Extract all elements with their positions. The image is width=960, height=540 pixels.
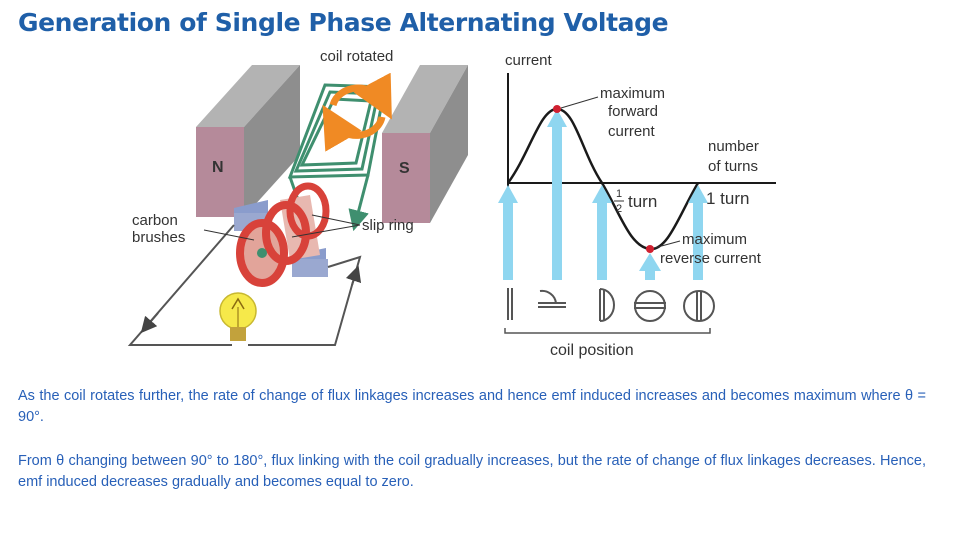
waveform-graph: current maximum forward current number o… <box>498 52 776 359</box>
maximum-forward-label-1: maximum <box>600 85 665 102</box>
sine-curve <box>506 107 700 251</box>
maximum-reverse-label-1: maximum <box>682 231 747 248</box>
coil-rotated-label: coil rotated <box>320 48 393 65</box>
explanation-paragraph-2: From θ changing between 90° to 180°, flu… <box>18 453 926 490</box>
south-label: S <box>399 160 410 177</box>
half-numerator: 1 <box>616 188 622 200</box>
generator-diagram: N S <box>127 48 776 359</box>
generator-figure: N S <box>120 45 810 365</box>
explanation-paragraph-1: As the coil rotates further, the rate of… <box>18 388 926 425</box>
north-label: N <box>212 159 224 176</box>
half-turn-label: turn <box>628 192 657 211</box>
max-forward-dot <box>553 105 561 113</box>
brushes-label: brushes <box>132 229 185 246</box>
half-denominator: 2 <box>616 203 622 215</box>
number-of-turns-label-2: of turns <box>708 158 758 175</box>
maximum-forward-label-2: forward <box>608 103 658 120</box>
maximum-forward-label-3: current <box>608 123 656 140</box>
slip-rings <box>236 182 330 287</box>
blue-arrows <box>498 109 708 280</box>
south-magnet: S <box>382 65 468 223</box>
north-magnet: N <box>196 65 300 217</box>
maximum-reverse-label-2: reverse current <box>660 250 762 267</box>
coil-position-label: coil position <box>550 342 634 359</box>
slip-ring-label: slip ring <box>362 217 414 234</box>
one-turn-label: 1 turn <box>706 189 749 208</box>
number-of-turns-label-1: number <box>708 138 759 155</box>
max-reverse-dot <box>646 245 654 253</box>
carbon-label: carbon <box>132 212 178 229</box>
external-circuit <box>127 224 362 346</box>
light-bulb-icon <box>219 292 257 341</box>
coil-position-icons <box>507 288 715 322</box>
coil-position-bracket <box>504 328 711 334</box>
rotation-arrow <box>322 72 392 152</box>
page-title: Generation of Single Phase Alternating V… <box>18 8 669 37</box>
current-axis-label: current <box>505 52 553 69</box>
